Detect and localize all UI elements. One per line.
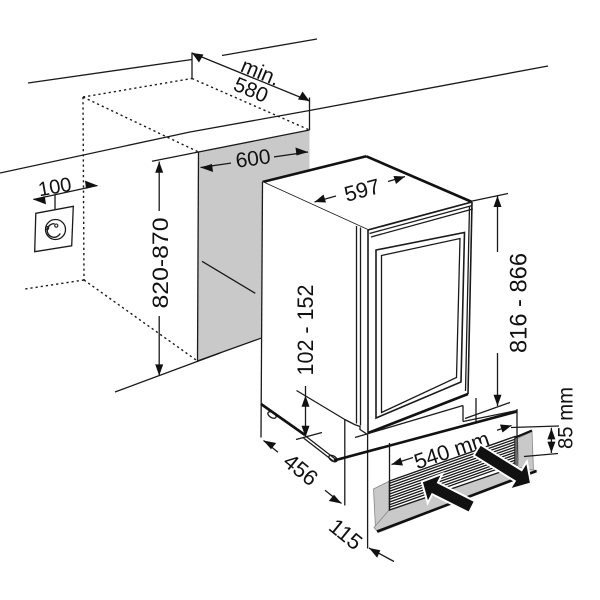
svg-text:85 mm: 85 mm xyxy=(555,387,578,449)
svg-text:102 - 152: 102 - 152 xyxy=(293,285,318,376)
svg-text:816 - 866: 816 - 866 xyxy=(506,253,533,353)
svg-text:600: 600 xyxy=(234,145,272,172)
svg-text:820-870: 820-870 xyxy=(148,218,173,309)
